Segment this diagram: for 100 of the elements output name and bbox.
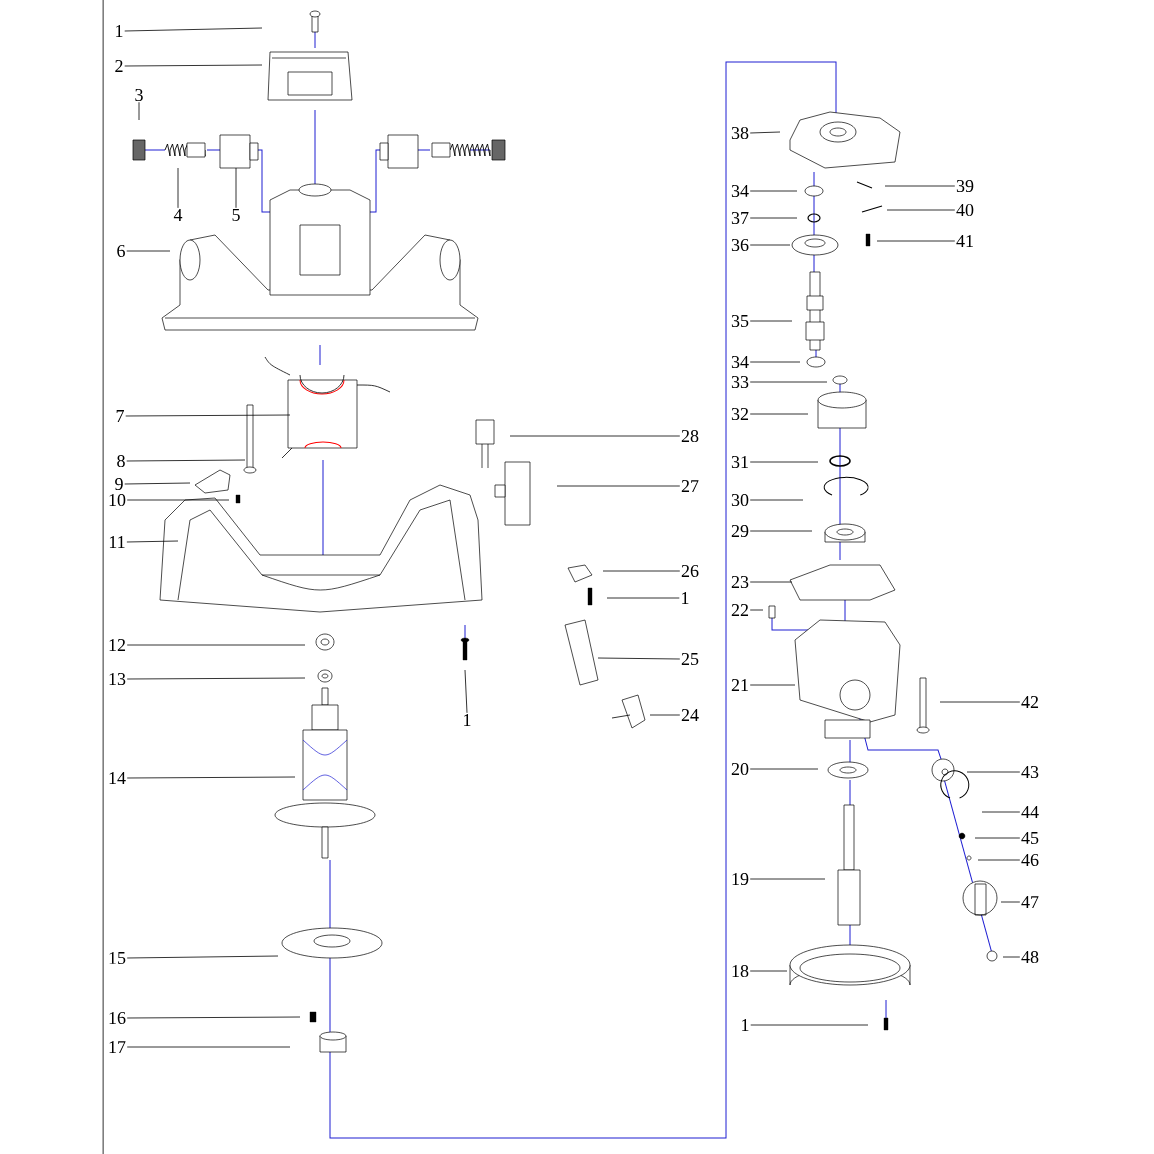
callout-number: 41: [956, 235, 973, 247]
callout-number: 40: [956, 203, 974, 217]
leader-line: [749, 499, 804, 501]
leader-line: [606, 597, 680, 599]
callout-number: 30: [731, 493, 749, 507]
callout-number: 21: [731, 679, 748, 691]
callout-number: 22: [731, 604, 748, 616]
callout-number: 37: [731, 211, 749, 225]
leader-line: [749, 970, 788, 972]
leader-line: [749, 131, 781, 134]
leader-line: [749, 320, 793, 322]
callout-number: 27: [681, 480, 699, 492]
leader-line: [126, 677, 306, 680]
callout-number: 1: [682, 592, 689, 604]
leader-line: [749, 461, 819, 463]
leader-line: [974, 837, 1021, 839]
callout-number: 16: [109, 1011, 126, 1025]
leader-line: [602, 570, 681, 572]
leader-line: [884, 185, 956, 187]
callout-number: 33: [731, 375, 749, 389]
leader-line: [749, 581, 793, 583]
callout-number: 35: [731, 314, 749, 328]
leader-line: [126, 499, 230, 501]
callout-number: 13: [109, 672, 126, 686]
callout-number: 34: [731, 355, 749, 369]
callout-number: 15: [109, 952, 126, 965]
callout-number: 32: [731, 407, 748, 421]
callout-number: 3: [135, 88, 143, 102]
callout-number: 18: [732, 964, 749, 978]
callout-number: 47: [1021, 896, 1039, 908]
callout-number: 2: [115, 60, 123, 72]
leader-line: [749, 609, 764, 611]
callout-number: 7: [116, 410, 124, 422]
leader-line: [977, 859, 1021, 861]
callout-number: 39: [956, 179, 974, 193]
callout-number: 1: [464, 714, 471, 726]
callout-number: 8: [117, 454, 125, 468]
leader-line: [749, 244, 791, 246]
callout-number: 1: [116, 25, 123, 37]
leader-line: [556, 485, 681, 487]
leader-line: [125, 414, 291, 417]
leader-line: [126, 1046, 291, 1048]
leader-line: [649, 714, 681, 716]
callout-number: 34: [731, 184, 749, 198]
leader-line: [749, 361, 801, 363]
callout-number: 24: [681, 709, 699, 721]
callout-number: 23: [731, 575, 749, 589]
leader-line: [876, 240, 956, 242]
leader-line: [126, 776, 296, 779]
callout-number: 29: [731, 524, 749, 538]
callout-number: 10: [109, 493, 126, 507]
leader-line: [597, 657, 681, 660]
leader-line: [124, 482, 191, 485]
callout-number: 31: [731, 455, 748, 469]
callout-number: 19: [732, 872, 749, 886]
callout-number: 42: [1021, 696, 1039, 708]
leader-line: [1000, 901, 1021, 903]
leader-line: [124, 27, 263, 32]
leader-line: [749, 381, 828, 383]
callout-number: 17: [109, 1041, 126, 1053]
leader-line: [966, 771, 1021, 773]
leader-line: [177, 167, 179, 209]
leader-line: [235, 167, 237, 209]
callout-number: 11: [109, 536, 125, 548]
leader-line: [749, 878, 826, 880]
leader-line: [749, 530, 813, 532]
callout-number: 48: [1021, 950, 1039, 964]
callout-number: 44: [1021, 806, 1039, 818]
leader-line: [749, 190, 798, 192]
leader-line: [939, 701, 1021, 703]
callout-number: 43: [1021, 765, 1039, 779]
leader-line: [464, 669, 468, 714]
leader-line: [749, 684, 796, 686]
leader-line: [124, 64, 263, 67]
leader-line: [138, 101, 140, 121]
callout-number: 14: [109, 772, 126, 784]
callout-number: 1: [742, 1019, 749, 1031]
callout-number: 6: [117, 244, 125, 258]
callout-number: 36: [731, 238, 749, 252]
leader-line: [126, 250, 171, 252]
leader-line: [749, 413, 809, 415]
leader-line: [126, 1016, 301, 1019]
callout-number: 28: [681, 429, 699, 443]
callout-number: 38: [731, 126, 749, 140]
leader-line: [981, 811, 1021, 813]
leader-line: [886, 209, 956, 211]
leader-line: [750, 1024, 869, 1026]
callout-number: 45: [1021, 832, 1039, 844]
callout-number: 12: [109, 639, 125, 651]
leader-line: [1002, 956, 1021, 958]
leader-line: [126, 540, 179, 543]
leader-line: [749, 768, 819, 770]
callout-number: 9: [115, 477, 123, 491]
leader-line: [126, 644, 306, 646]
callout-number: 20: [731, 762, 749, 776]
callout-number: 46: [1021, 853, 1039, 867]
callout-number: 4: [173, 209, 183, 221]
leader-line: [749, 217, 798, 219]
callout-number: 5: [232, 209, 240, 221]
leader-line: [126, 459, 246, 462]
